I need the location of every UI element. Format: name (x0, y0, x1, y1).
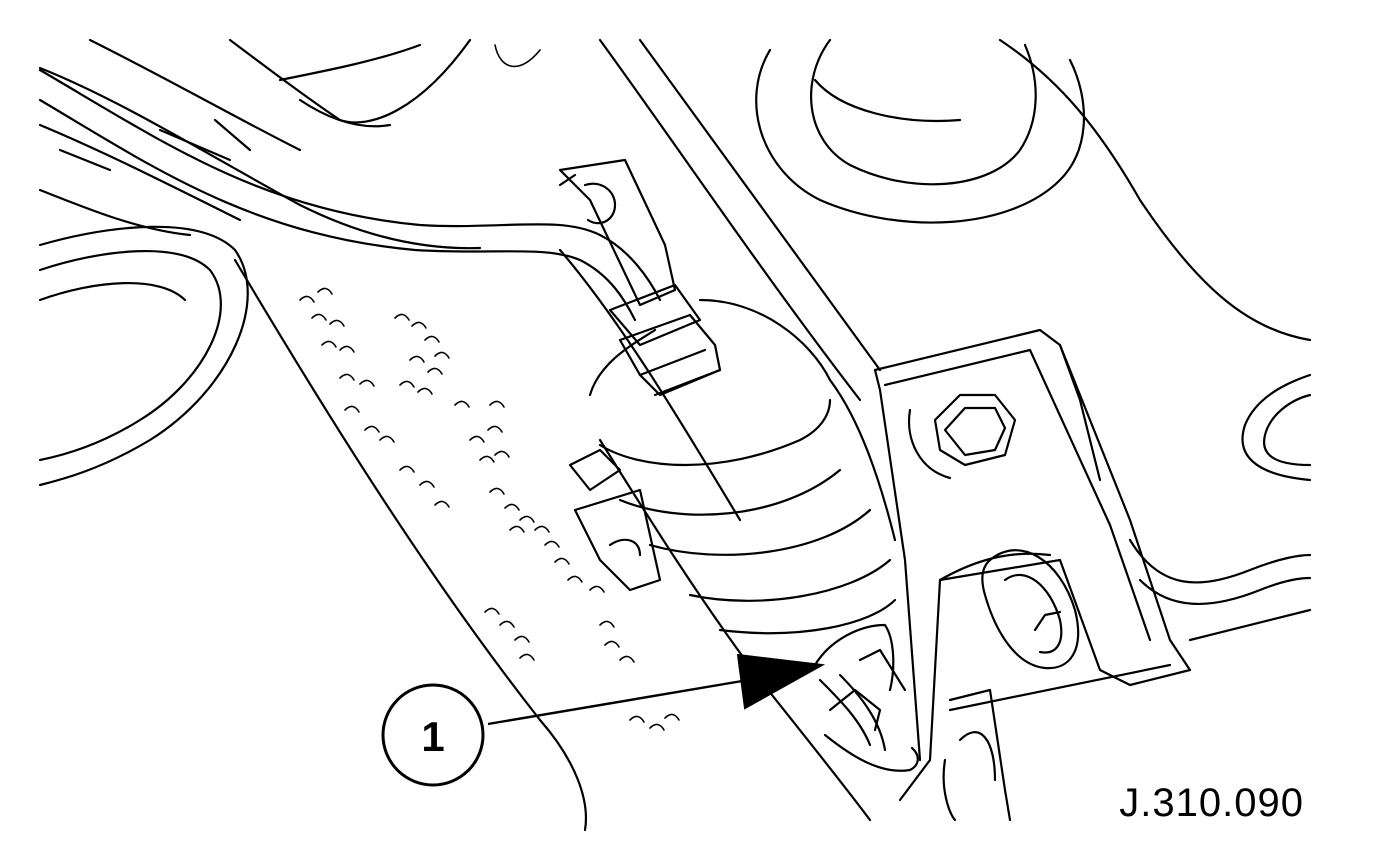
frame-rail (233, 38, 882, 832)
callout-1-label: 1 (421, 713, 444, 760)
filter-electrical-connector (813, 623, 919, 772)
fuel-pipe (38, 68, 662, 322)
bracket-slot (981, 549, 1080, 670)
bracket-hex-bolt (907, 393, 1017, 480)
pipe-union-fitting (608, 283, 722, 397)
upper-right-mount (755, 38, 1312, 342)
fuel-filter-body (588, 298, 897, 635)
bracket-lower-extension (942, 688, 1012, 822)
left-loop-contour (38, 225, 249, 487)
callout-leader (487, 653, 826, 726)
figure-reference-number: J.310.090 (1119, 781, 1304, 825)
right-body-panel (948, 373, 1312, 712)
pipe-bracket (558, 158, 677, 307)
surface-texture-marks (299, 287, 680, 731)
callout-1: 1 (381, 683, 485, 787)
mounting-bracket (873, 328, 1192, 802)
